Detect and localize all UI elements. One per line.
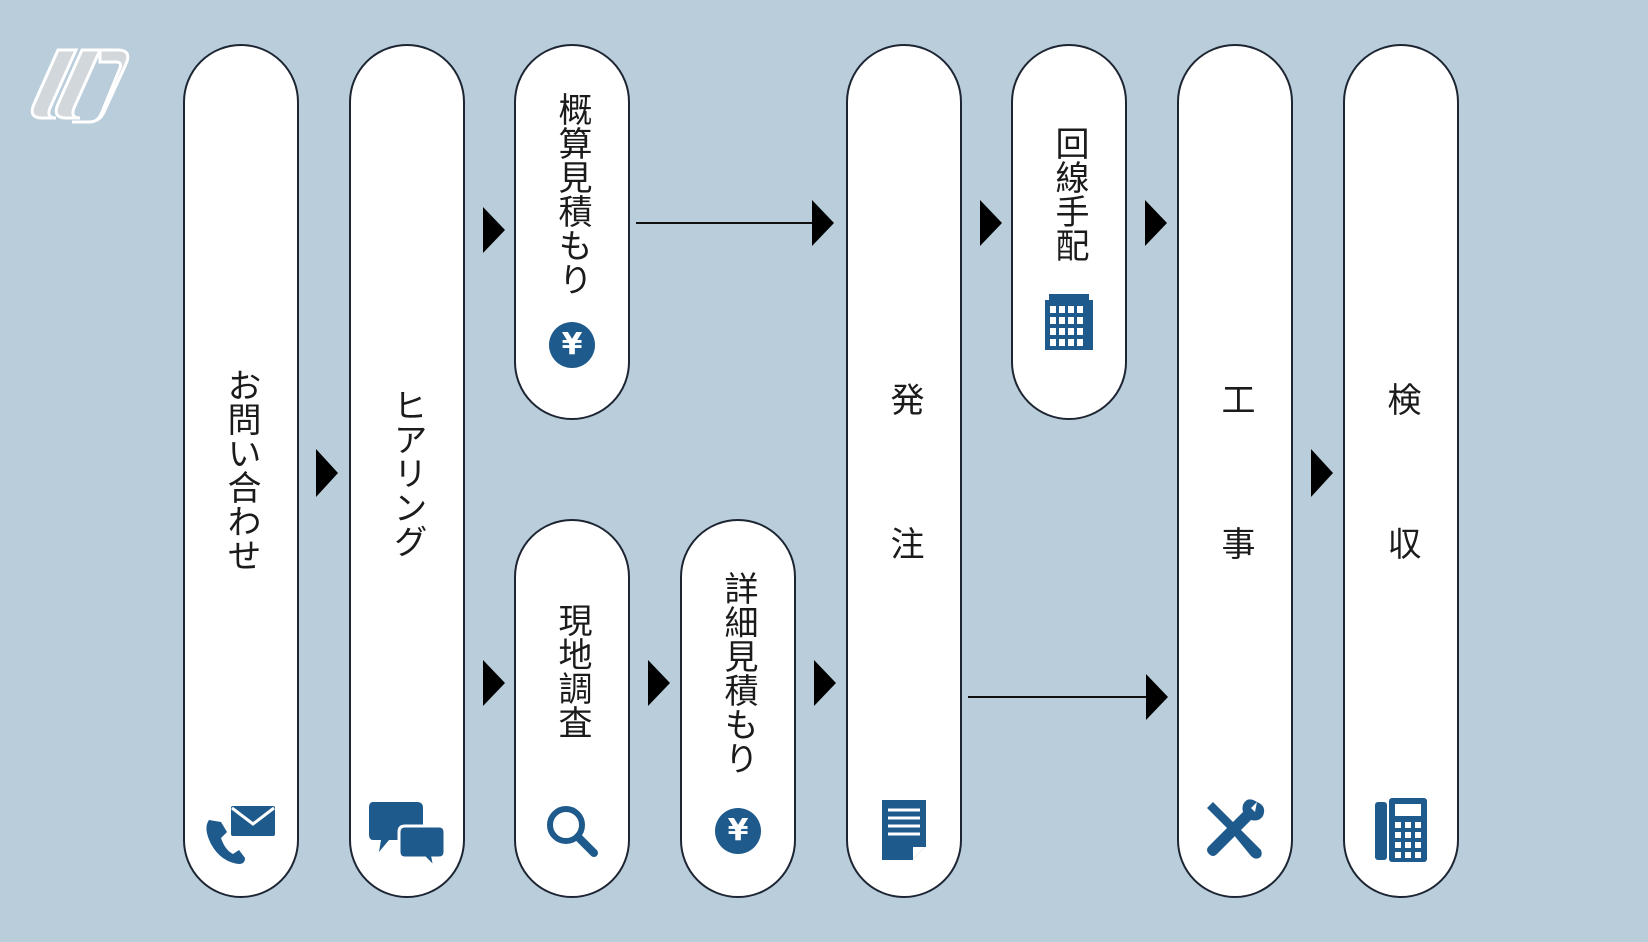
yen-icon: ¥ xyxy=(549,322,595,368)
step-rough-estimate-label: 概算見積もり xyxy=(552,92,592,296)
phone-mail-icon xyxy=(206,806,275,864)
arrow-order-to-line-arrange xyxy=(980,200,1002,246)
step-line-arrange-label: 回線手配 xyxy=(1049,126,1089,262)
step-hearing-label: ヒアリング xyxy=(387,388,427,558)
step-rough-estimate: 概算見積もり ¥ xyxy=(514,44,630,420)
arrow-hearing-to-site-survey xyxy=(483,660,505,706)
building-icon xyxy=(1045,294,1093,350)
chat-bubbles-icon xyxy=(369,802,445,868)
yen-icon: ¥ xyxy=(715,808,761,854)
calculator-icon xyxy=(1375,798,1427,862)
step-order: 発注 xyxy=(846,44,962,898)
step-inquiry: お問い合わせ xyxy=(183,44,299,898)
arrow-construction-to-acceptance xyxy=(1311,449,1333,497)
step-inquiry-label: お問い合わせ xyxy=(221,368,261,572)
step-detail-estimate: 詳細見積もり ¥ xyxy=(680,519,796,898)
arrow-rough-estimate-to-order xyxy=(812,200,834,246)
arrow-detail-estimate-to-order xyxy=(814,660,836,706)
step-acceptance-label: 検収 xyxy=(1381,382,1421,670)
step-detail-estimate-label: 詳細見積もり xyxy=(718,571,758,775)
step-site-survey-label: 現地調査 xyxy=(552,603,592,739)
step-construction: 工事 xyxy=(1177,44,1293,898)
tools-icon xyxy=(1207,799,1265,859)
step-construction-label: 工事 xyxy=(1215,382,1255,670)
step-site-survey: 現地調査 xyxy=(514,519,630,898)
document-icon xyxy=(882,800,926,860)
arrow-site-survey-to-detail-estimate xyxy=(648,660,670,706)
step-line-arrange: 回線手配 xyxy=(1011,44,1127,420)
arrow-hearing-to-rough-estimate xyxy=(483,207,505,253)
arrow-inquiry-to-hearing xyxy=(316,449,338,497)
search-icon xyxy=(547,806,598,857)
step-hearing: ヒアリング xyxy=(349,44,465,898)
logo xyxy=(30,48,130,124)
step-acceptance: 検収 xyxy=(1343,44,1459,898)
step-order-label: 発注 xyxy=(884,382,924,670)
arrow-line-arrange-to-construction xyxy=(1145,200,1167,246)
arrow-order-to-construction xyxy=(1146,674,1168,720)
